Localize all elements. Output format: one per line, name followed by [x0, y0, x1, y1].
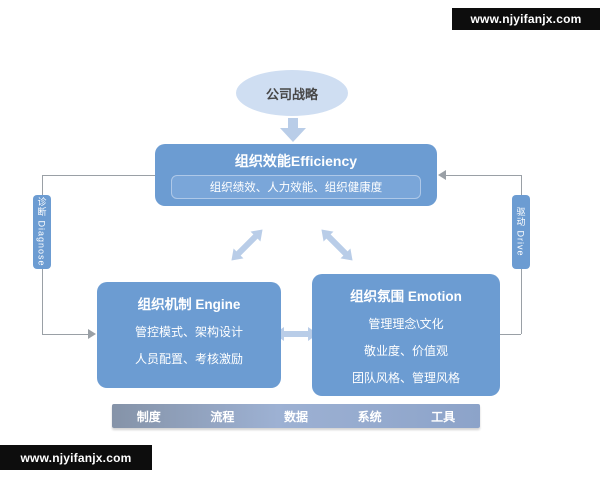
- diagnose-connector-top: [42, 175, 155, 176]
- diagnose-arrowhead-icon: [88, 329, 96, 339]
- drive-connector-top: [446, 175, 521, 176]
- drive-label: 驱动 Drive: [512, 195, 530, 269]
- engine-box: 组织机制 Engine 管控模式、架构设计 人员配置、考核激励: [97, 282, 281, 388]
- drive-label-text: 驱动 Drive: [515, 207, 526, 257]
- engine-title: 组织机制 Engine: [137, 297, 241, 312]
- double-arrow-efficiency-engine-icon: [231, 229, 263, 261]
- watermark-top-text: www.njyifanjx.com: [470, 12, 582, 26]
- watermark-bottom: www.njyifanjx.com: [0, 445, 152, 470]
- efficiency-subtitle-panel: 组织绩效、人力效能、组织健康度: [171, 175, 421, 199]
- efficiency-subtitle: 组织绩效、人力效能、组织健康度: [209, 182, 383, 194]
- diagnose-label: 诊断 Diagnose: [33, 195, 51, 269]
- emotion-line: 管理理念\文化: [368, 317, 444, 331]
- double-arrow-engine-emotion-icon: [274, 327, 318, 341]
- foundation-item: 制度: [136, 409, 161, 424]
- foundation-bar: 制度 流程 数据 系统 工具: [112, 404, 480, 428]
- drive-arrowhead-icon: [438, 170, 446, 180]
- emotion-box: 组织氛围 Emotion 管理理念\文化 敬业度、价值观 团队风格、管理风格: [312, 274, 500, 396]
- engine-line: 管控模式、架构设计: [134, 325, 243, 339]
- foundation-item: 系统: [357, 409, 382, 424]
- foundation-item: 流程: [210, 409, 235, 424]
- double-arrow-efficiency-emotion-icon: [321, 229, 353, 261]
- emotion-line: 敬业度、价值观: [363, 344, 448, 358]
- watermark-bottom-text: www.njyifanjx.com: [20, 450, 132, 465]
- foundation-item: 工具: [431, 409, 456, 424]
- emotion-line: 团队风格、管理风格: [351, 371, 460, 385]
- strategy-label: 公司战略: [265, 86, 318, 102]
- engine-line: 人员配置、考核激励: [134, 352, 243, 366]
- foundation-item: 数据: [283, 409, 308, 424]
- down-arrow-icon: [280, 118, 306, 142]
- diagnose-label-text: 诊断 Diagnose: [36, 197, 47, 267]
- watermark-top: www.njyifanjx.com: [452, 8, 600, 30]
- efficiency-box: 组织效能Efficiency 组织绩效、人力效能、组织健康度: [155, 144, 437, 206]
- drive-connector-bottom: [500, 334, 521, 335]
- diagnose-connector-bottom: [42, 334, 90, 335]
- emotion-title: 组织氛围 Emotion: [350, 289, 462, 304]
- efficiency-title: 组织效能Efficiency: [234, 153, 358, 169]
- strategy-ellipse: 公司战略: [236, 70, 348, 116]
